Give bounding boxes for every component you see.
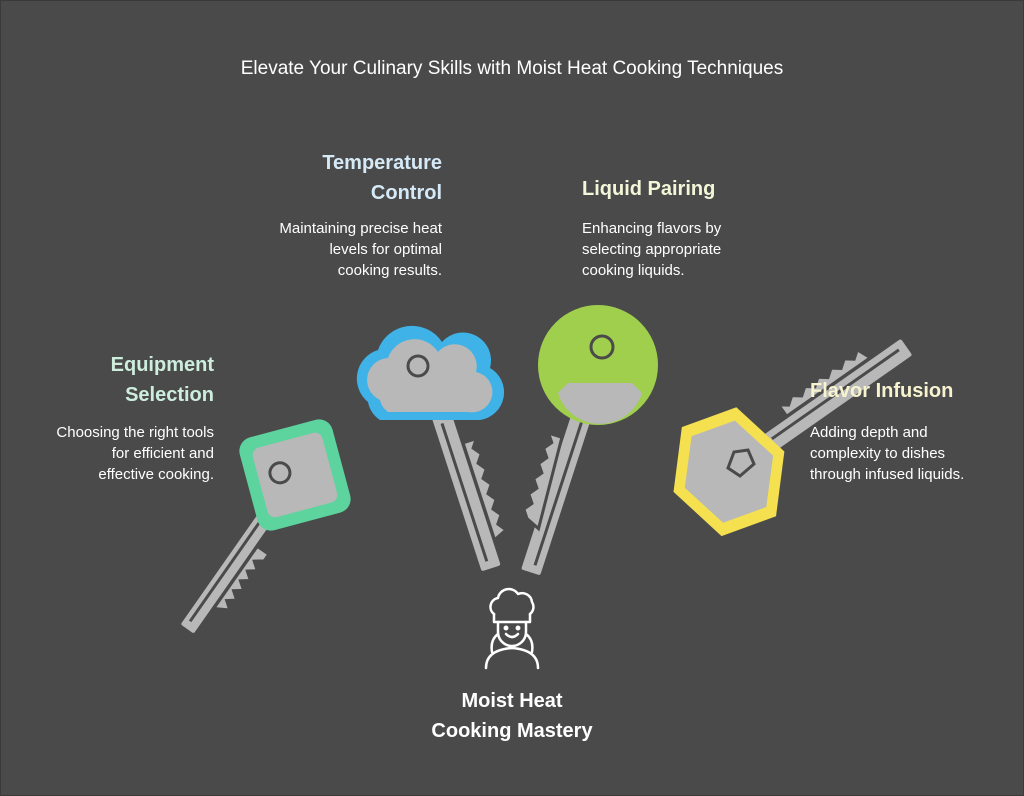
liquid-description: Enhancing flavors by selecting appropria…	[582, 220, 722, 279]
temperature-description: Maintaining precise heat levels for opti…	[279, 220, 442, 279]
equipment-key	[177, 419, 351, 637]
flavor-key	[673, 335, 916, 537]
center-label: Moist Heat Cooking Mastery	[431, 690, 593, 742]
liquid-heading: Liquid Pairing	[582, 178, 716, 200]
equipment-heading: Equipment Selection	[110, 354, 214, 406]
page-title: Elevate Your Culinary Skills with Moist …	[240, 58, 784, 79]
chef-icon	[484, 587, 540, 670]
equipment-description: Choosing the right tools for efficient a…	[56, 424, 214, 483]
flavor-description: Adding depth and complexity to dishes th…	[810, 424, 965, 483]
temperature-heading: Temperature Control	[322, 152, 442, 204]
flavor-heading: Flavor Infusion	[810, 380, 954, 402]
temperature-key	[356, 325, 509, 575]
liquid-key	[517, 305, 658, 579]
